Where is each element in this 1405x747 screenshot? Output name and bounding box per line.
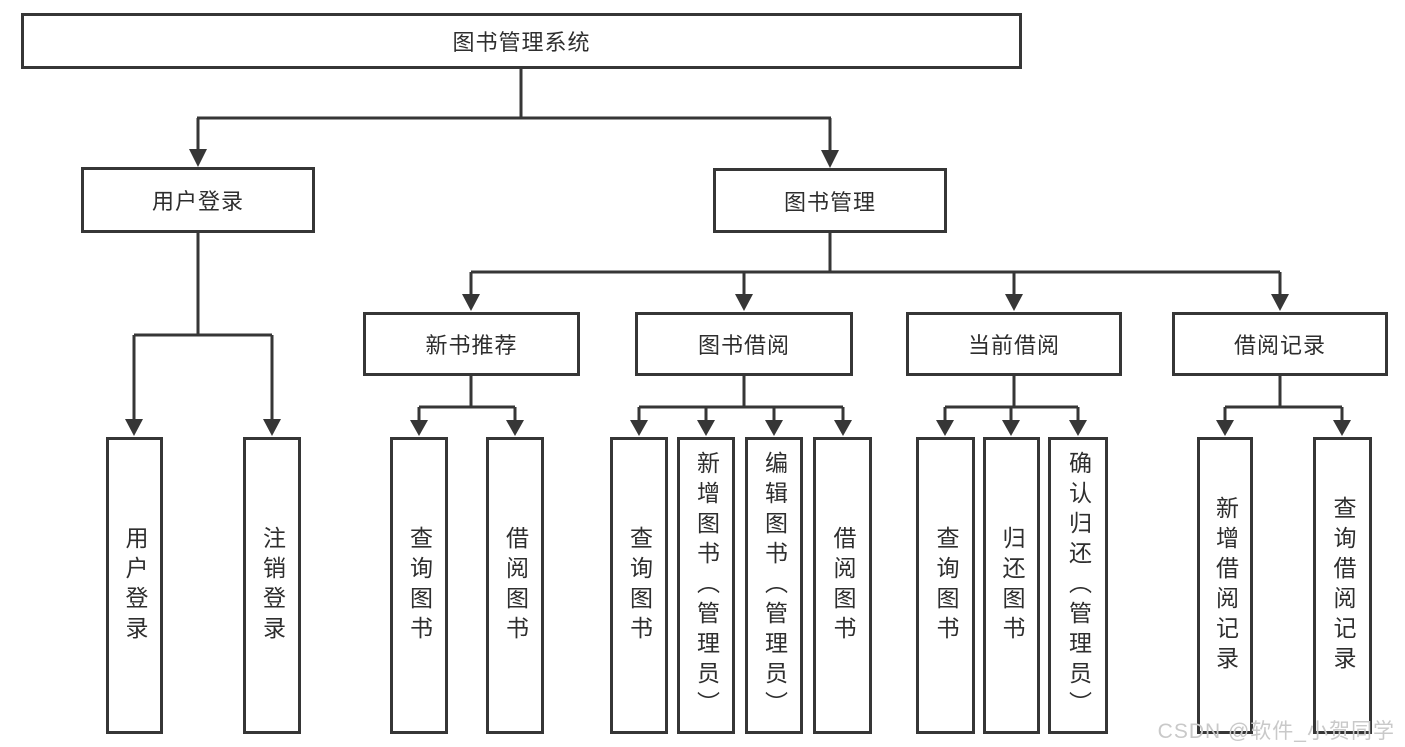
node-current-borrow-label: 当前借阅 — [967, 333, 1060, 358]
leaf-br-add-record: 新增借阅记录 — [1197, 437, 1253, 734]
leaf-nbr-borrow-books-label: 借阅图书 — [502, 525, 529, 646]
node-user-login-label: 用户登录 — [151, 189, 244, 214]
leaf-user-login: 用户登录 — [106, 437, 163, 734]
leaf-cb-query-books: 查询图书 — [916, 437, 975, 734]
node-book-borrow-label: 图书借阅 — [697, 333, 790, 358]
leaf-cb-query-books-label: 查询图书 — [933, 525, 959, 646]
watermark: CSDN @软件_小贺同学 — [1157, 720, 1395, 743]
leaf-cb-return-books-label: 归还图书 — [999, 525, 1025, 646]
leaf-bb-query-books-label: 查询图书 — [626, 525, 653, 646]
node-new-book-rec: 新书推荐 — [363, 312, 580, 376]
leaf-br-query-record: 查询借阅记录 — [1313, 437, 1372, 734]
node-book-mgmt: 图书管理 — [713, 168, 947, 233]
node-new-book-rec-label: 新书推荐 — [425, 333, 518, 358]
leaf-cb-confirm-return-admin-label: 确认归还（管理员） — [1065, 450, 1092, 721]
node-root: 图书管理系统 — [21, 13, 1022, 69]
leaf-bb-add-books-admin: 新增图书（管理员） — [677, 437, 735, 734]
node-borrow-records: 借阅记录 — [1172, 312, 1388, 376]
leaf-nbr-query-books: 查询图书 — [390, 437, 448, 734]
node-borrow-records-label: 借阅记录 — [1233, 333, 1326, 358]
connector-stems — [132, 69, 1344, 421]
leaf-bb-query-books: 查询图书 — [610, 437, 668, 734]
leaf-nbr-query-books-label: 查询图书 — [406, 525, 433, 646]
leaf-bb-add-books-admin-label: 新增图书（管理员） — [693, 450, 720, 721]
leaf-logout: 注销登录 — [243, 437, 301, 734]
leaf-user-login-label: 用户登录 — [122, 525, 148, 646]
node-book-borrow: 图书借阅 — [635, 312, 853, 376]
node-root-label: 图书管理系统 — [452, 30, 591, 55]
leaf-bb-borrow-books-label: 借阅图书 — [830, 525, 856, 646]
leaf-cb-confirm-return-admin: 确认归还（管理员） — [1048, 437, 1108, 734]
leaf-br-query-record-label: 查询借阅记录 — [1330, 495, 1356, 676]
leaf-br-add-record-label: 新增借阅记录 — [1212, 495, 1239, 676]
leaf-bb-edit-books-admin: 编辑图书（管理员） — [745, 437, 803, 734]
leaf-logout-label: 注销登录 — [259, 525, 286, 646]
leaf-nbr-borrow-books: 借阅图书 — [486, 437, 544, 734]
leaf-bb-borrow-books: 借阅图书 — [813, 437, 872, 734]
node-book-mgmt-label: 图书管理 — [783, 189, 876, 215]
leaf-cb-return-books: 归还图书 — [983, 437, 1040, 734]
node-current-borrow: 当前借阅 — [906, 312, 1122, 376]
leaf-bb-edit-books-admin-label: 编辑图书（管理员） — [761, 450, 788, 721]
node-user-login: 用户登录 — [81, 167, 315, 233]
